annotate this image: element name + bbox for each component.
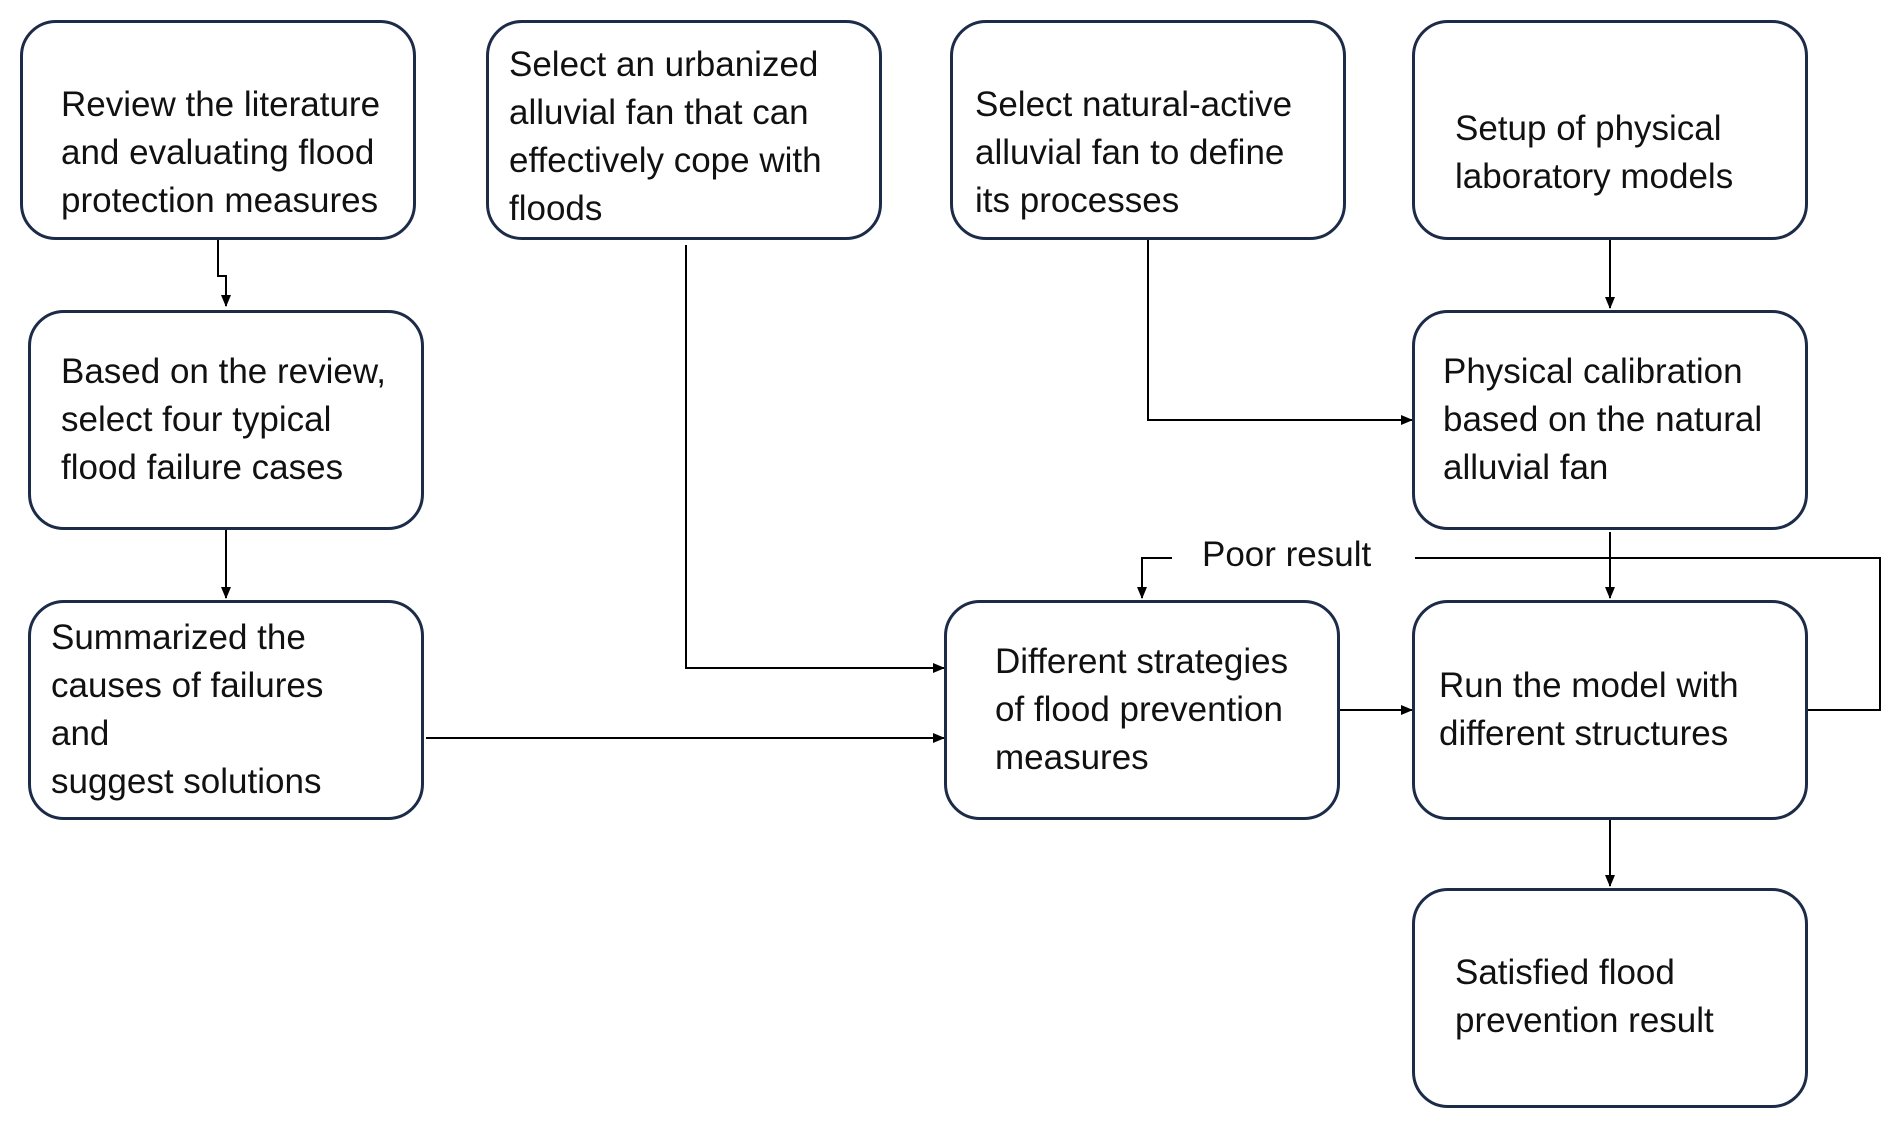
edge-urban-fan-to-strategies <box>685 245 945 673</box>
edge-label-poor-result: Poor result <box>1196 535 1378 575</box>
node-select-natural-fan-text: Select natural-active alluvial fan to de… <box>975 85 1293 220</box>
node-select-natural-fan: Select natural-active alluvial fan to de… <box>950 20 1346 240</box>
node-select-urbanized-fan-text: Select an urbanized alluvial fan that ca… <box>509 45 822 228</box>
node-setup-models: Setup of physical laboratory models <box>1412 20 1808 240</box>
edge-review-to-based-review <box>217 240 231 307</box>
node-physical-calibration-text: Physical calibration based on the natura… <box>1443 352 1763 487</box>
node-different-strategies-text: Different strategies of flood prevention… <box>995 642 1289 777</box>
node-based-on-review-text: Based on the review, select four typical… <box>61 352 386 487</box>
edge-natural-fan-to-calibration <box>1147 240 1413 425</box>
node-different-strategies: Different strategies of flood prevention… <box>944 600 1340 820</box>
node-satisfied-result: Satisfied flood prevention result <box>1412 888 1808 1108</box>
node-select-urbanized-fan: Select an urbanized alluvial fan that ca… <box>486 20 882 240</box>
edge-poor-result-to-strategies <box>1137 557 1172 599</box>
node-summarized-causes-text: Summarized the causes of failures and su… <box>51 618 324 801</box>
node-physical-calibration: Physical calibration based on the natura… <box>1412 310 1808 530</box>
node-review-literature: Review the literature and evaluating flo… <box>20 20 416 240</box>
node-run-model-text: Run the model with different structures <box>1439 666 1739 753</box>
node-summarized-causes: Summarized the causes of failures and su… <box>28 600 424 820</box>
node-review-literature-text: Review the literature and evaluating flo… <box>61 85 381 220</box>
node-satisfied-result-text: Satisfied flood prevention result <box>1455 953 1714 1040</box>
edge-poor-result-feedback <box>1415 557 1881 711</box>
node-based-on-review: Based on the review, select four typical… <box>28 310 424 530</box>
node-setup-models-text: Setup of physical laboratory models <box>1455 109 1734 196</box>
node-run-model: Run the model with different structures <box>1412 600 1808 820</box>
